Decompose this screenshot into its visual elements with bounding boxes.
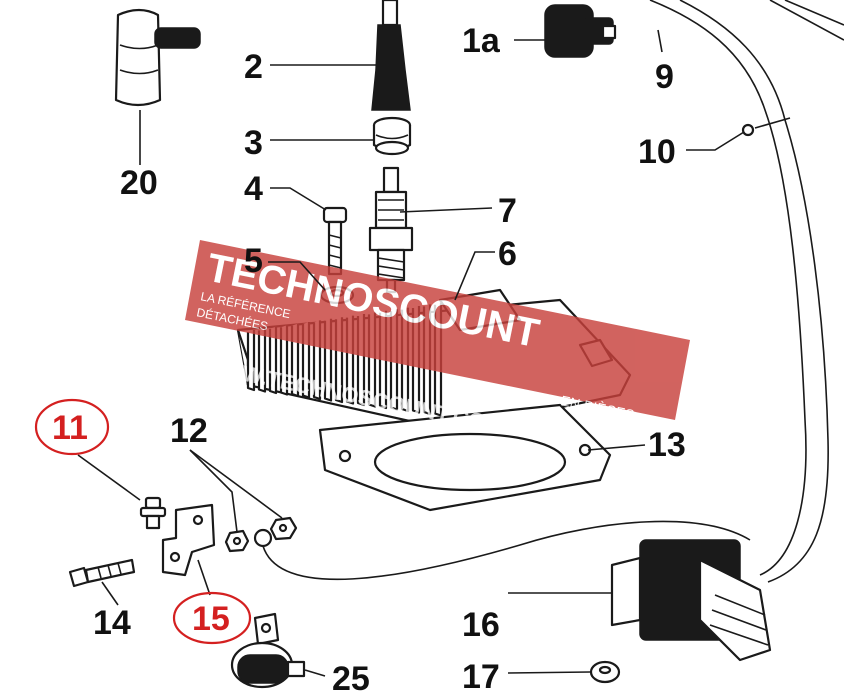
leader-lines: [77, 29, 745, 677]
part-3-grommet: [372, 116, 412, 156]
callout-9: 9: [655, 58, 674, 96]
cooling-fin: [257, 328, 267, 393]
part-9-ignition-cable: [649, 0, 844, 583]
cooling-fin: [268, 326, 278, 395]
callout-1a: 1a: [462, 22, 501, 60]
part-10-ring: [741, 117, 791, 137]
callout-15-circle: [172, 591, 252, 645]
callout-17: 17: [462, 658, 500, 696]
callout-6: 6: [498, 235, 517, 273]
part-20-plug-cap: [114, 8, 201, 107]
callout-15: 15: [192, 600, 230, 638]
callout-25: 25: [332, 660, 370, 698]
part-7-spark-plug: [368, 166, 414, 294]
callout-14: 14: [93, 604, 131, 642]
callout-7: 7: [498, 192, 517, 230]
part-16-ignition-coil: [610, 539, 772, 662]
callout-labels: 1a 2 3 4 5 6 7 9 10 12 13 14 16 17 20 25: [93, 22, 686, 698]
callout-4: 4: [244, 170, 263, 208]
callout-20: 20: [120, 164, 158, 202]
part-2-suppressor: [371, 0, 411, 111]
part-11-bolt: [139, 496, 167, 530]
callout-11: 11: [52, 409, 88, 447]
callout-13: 13: [648, 426, 686, 464]
part-15-bracket: [161, 503, 216, 577]
cooling-fin: [279, 325, 289, 396]
part-25-connector: [230, 612, 306, 689]
callout-5: 5: [244, 242, 263, 280]
highlighted-callouts: 11 15: [34, 398, 252, 645]
callout-11-circle: [34, 398, 110, 456]
part-4-screw: [322, 206, 348, 276]
part-13-gasket: [318, 403, 612, 512]
part-1a-plug-cap: [544, 4, 617, 58]
part-12-nuts: [224, 516, 751, 581]
part-14-bolt: [68, 558, 136, 588]
part-17-spacer: [589, 660, 621, 684]
callout-2: 2: [244, 48, 263, 86]
callout-12: 12: [170, 412, 208, 450]
callout-10: 10: [638, 133, 676, 171]
cooling-fin: [246, 330, 256, 392]
callout-3: 3: [244, 124, 263, 162]
callout-16: 16: [462, 606, 500, 644]
